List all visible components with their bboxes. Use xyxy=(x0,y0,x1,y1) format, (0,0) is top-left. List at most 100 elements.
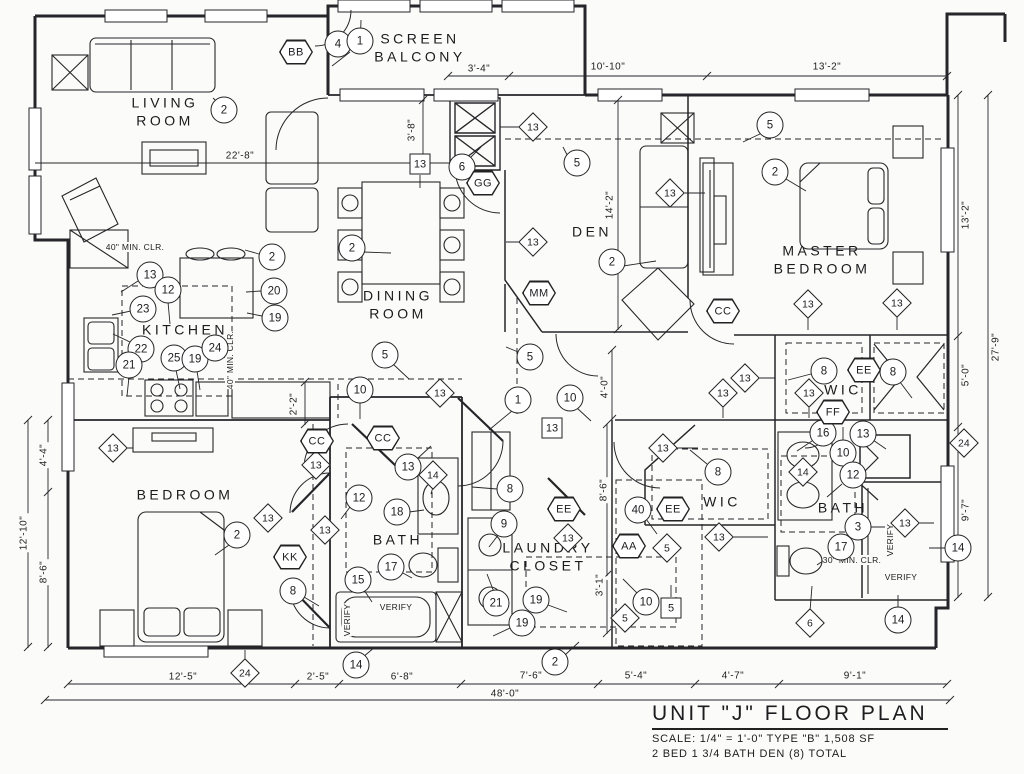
callout-hexagon-ff: FF xyxy=(816,399,850,425)
callout-hexagon-cc: CC xyxy=(366,425,400,451)
dimension-10-10-: 10'-10" xyxy=(588,61,628,73)
note-label: 40" MIN. CLR. xyxy=(105,242,165,252)
dimension-7-6-: 7'-6" xyxy=(517,670,545,682)
plan-scale: SCALE: 1/4" = 1'-0" TYPE "B" 1,508 SF xyxy=(652,733,875,745)
dimension-48-0-: 48'-0" xyxy=(488,688,522,700)
dimension-6-8-: 6'-8" xyxy=(388,671,416,683)
callout-circle-13: 13 xyxy=(136,261,164,289)
callout-circle-40: 40 xyxy=(624,496,652,524)
dimension-5-0-: 5'-0" xyxy=(960,361,972,389)
callout-circle-14: 14 xyxy=(342,651,370,679)
callout-hexagon-gg: GG xyxy=(466,170,500,196)
dimension-3-8-: 3'-8" xyxy=(406,116,418,144)
callout-hexagon-face: EE xyxy=(848,359,880,381)
note-label: VERIFY xyxy=(379,602,413,612)
callout-circle-14: 14 xyxy=(884,606,912,634)
callout-circle-19: 19 xyxy=(508,609,536,637)
callout-diamond-number: 6 xyxy=(807,617,813,629)
callout-diamond-14: 14 xyxy=(418,460,448,490)
callout-circle-25: 25 xyxy=(160,344,188,372)
callout-diamond-number: 13 xyxy=(803,387,815,399)
callout-hexagon-face: GG xyxy=(467,172,499,194)
callout-diamond-number: 24 xyxy=(239,667,251,679)
callout-circle-10: 10 xyxy=(346,376,374,404)
dimension-5-4-: 5'-4" xyxy=(622,670,650,682)
callout-diamond-number: 13 xyxy=(527,236,539,248)
callout-hexagon-ee: EE xyxy=(547,496,581,522)
dimension-13-2-: 13'-2" xyxy=(810,61,844,73)
note-label: 40" MIN. CLR. xyxy=(225,330,235,390)
callout-diamond-number: 13 xyxy=(527,121,539,133)
room-label-laundry-closet: LAUNDRY CLOSET xyxy=(502,539,594,574)
callout-circle-23: 23 xyxy=(129,295,157,323)
callout-circle-8: 8 xyxy=(810,357,838,385)
callout-circle-2: 2 xyxy=(223,521,251,549)
dimension-2-2-: 2'-2" xyxy=(288,390,300,418)
callout-diamond-24: 24 xyxy=(949,428,979,458)
room-label-dining-room: DINING ROOM xyxy=(363,287,433,322)
room-label-bath: BATH xyxy=(817,499,869,516)
callout-circle-24: 24 xyxy=(201,334,229,362)
callout-circle-2: 2 xyxy=(258,243,286,271)
callout-circle-20: 20 xyxy=(260,277,288,305)
callout-circle-21: 21 xyxy=(482,589,510,617)
callout-hexagon-face: AA xyxy=(613,535,645,557)
callout-diamond-number: 13 xyxy=(891,297,903,309)
callout-diamond-13: 13 xyxy=(730,363,760,393)
callout-circle-14: 14 xyxy=(944,534,972,562)
room-label-kitchen: KITCHEN xyxy=(142,321,228,338)
callout-hexagon-aa: AA xyxy=(612,533,646,559)
callout-circle-8: 8 xyxy=(704,458,732,486)
callout-diamond-number: 13 xyxy=(310,459,322,471)
room-label-bath: BATH xyxy=(372,531,424,548)
callout-diamond-13: 13 xyxy=(253,503,283,533)
callout-hexagon-cc: CC xyxy=(706,298,740,324)
callout-circle-2: 2 xyxy=(338,234,366,262)
dimension-12-10-: 12'-10" xyxy=(18,513,30,553)
callout-hexagon-face: KK xyxy=(274,546,306,568)
callout-diamond-number: 13 xyxy=(717,387,729,399)
callout-diamond-13: 13 xyxy=(310,515,340,545)
callout-circle-9: 9 xyxy=(490,510,518,538)
callout-circle-19: 19 xyxy=(181,345,209,373)
room-label-wic: WIC xyxy=(703,493,741,510)
callout-diamond-number: 13 xyxy=(802,298,814,310)
room-label-bedroom: BEDROOM xyxy=(136,486,234,503)
callout-hexagon-ee: EE xyxy=(656,496,690,522)
callout-circle-10: 10 xyxy=(632,588,660,616)
callout-diamond-13: 13 xyxy=(882,288,912,318)
plan-summary: 2 BED 1 3/4 BATH DEN (8) TOTAL xyxy=(652,748,847,760)
callout-circle-2: 2 xyxy=(761,158,789,186)
callout-diamond-number: 13 xyxy=(562,532,574,544)
callout-diamond-13: 13 xyxy=(518,227,548,257)
room-label-living-room: LIVING ROOM xyxy=(131,94,199,129)
callout-diamond-number: 5 xyxy=(664,542,670,554)
dimension-9-7-: 9'-7" xyxy=(960,496,972,524)
callout-diamond-13: 13 xyxy=(98,433,128,463)
callout-hexagon-face: CC xyxy=(367,427,399,449)
callout-diamond-number: 13 xyxy=(739,372,751,384)
callout-diamond-24: 24 xyxy=(230,658,260,688)
callout-circle-17: 17 xyxy=(827,533,855,561)
dimension-2-5-: 2'-5" xyxy=(304,671,332,683)
callout-diamond-number: 5 xyxy=(622,612,628,624)
callout-diamond-5: 5 xyxy=(652,533,682,563)
dimension-4-4-: 4'-4" xyxy=(38,441,50,469)
dimension-4-7-: 4'-7" xyxy=(719,670,747,682)
shaft xyxy=(449,97,501,171)
callout-square-5: 5 xyxy=(660,597,682,619)
dimension-14-2-: 14'-2" xyxy=(604,188,616,222)
note-label: 30" MIN. CLR. xyxy=(822,555,882,565)
callout-circle-5: 5 xyxy=(371,341,399,369)
callout-circle-13: 13 xyxy=(849,420,877,448)
title-block: UNIT "J" FLOOR PLAN SCALE: 1/4" = 1'-0" … xyxy=(652,702,948,760)
callout-diamond-13: 13 xyxy=(301,450,331,480)
callout-diamond-6: 6 xyxy=(795,608,825,638)
dimension-8-6-: 8'-6" xyxy=(598,476,610,504)
dimension-22-8-: 22'-8" xyxy=(223,150,257,162)
room-label-master-bedroom: MASTER BEDROOM xyxy=(773,242,871,277)
dimension-8-6-: 8'-6" xyxy=(38,558,50,586)
callout-hexagon-cc: CC xyxy=(300,428,334,454)
